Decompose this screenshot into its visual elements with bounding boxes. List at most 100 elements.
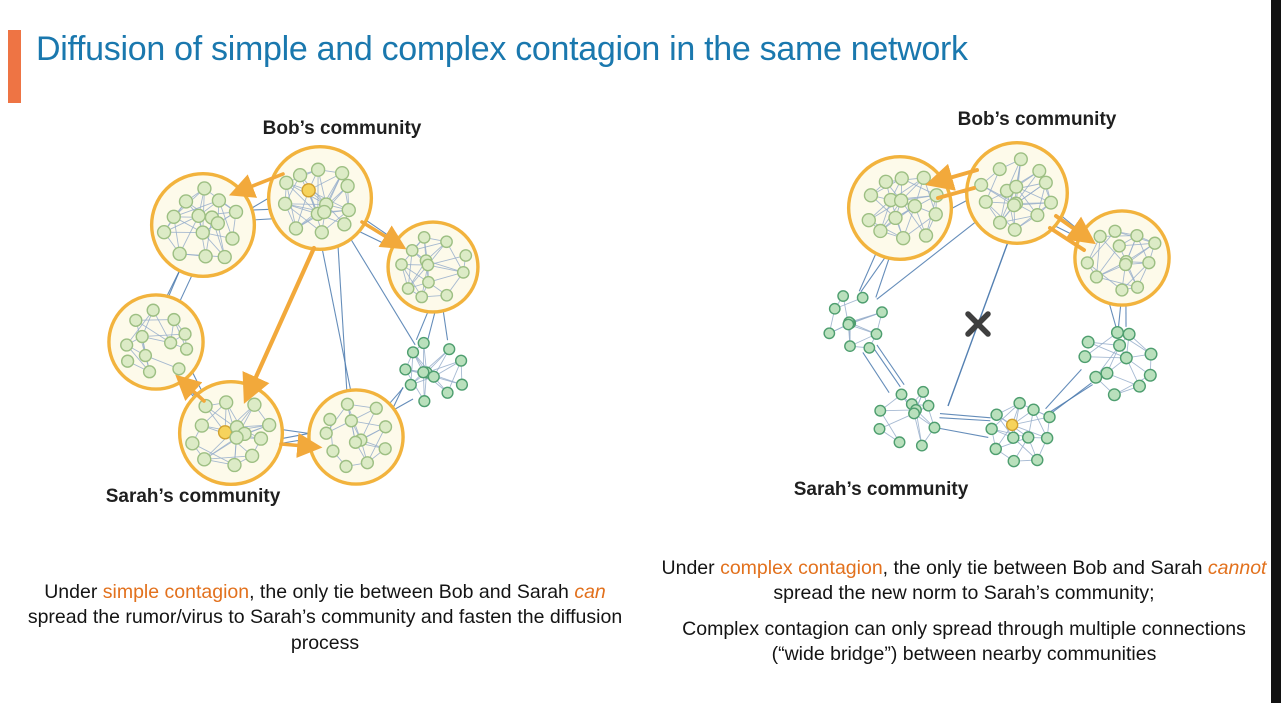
person-node (1007, 431, 1020, 444)
person-node (870, 328, 883, 340)
person-node (314, 225, 330, 240)
person-node (179, 342, 194, 356)
intra-community-edge (1012, 416, 1050, 426)
complex-contagion-caption: Under complex contagion, the only tie be… (658, 556, 1270, 677)
diffusion-arrow (242, 245, 317, 404)
person-node (1132, 379, 1146, 393)
network-edge (876, 213, 987, 300)
person-node (417, 336, 430, 350)
person-node (1143, 368, 1157, 382)
person-node (337, 217, 352, 232)
complex-caption-paragraph-1: Under complex contagion, the only tie be… (658, 556, 1270, 607)
person-node (989, 442, 1002, 456)
intra-community-edge (126, 309, 154, 346)
caption-text: , the only tie between Bob and Sarah (882, 557, 1208, 579)
person-node (317, 204, 332, 220)
person-node (1130, 280, 1145, 294)
intra-community-edge (204, 455, 253, 460)
intra-community-edge (284, 203, 323, 233)
person-node (288, 221, 304, 236)
person-node (1115, 283, 1129, 297)
person-node (985, 422, 998, 436)
cross-stroke (965, 311, 991, 337)
person-node (1013, 396, 1026, 410)
person-node (1093, 229, 1107, 244)
person-node (895, 388, 908, 401)
person-node (401, 282, 415, 295)
intra-community-edge (1087, 262, 1123, 291)
person-node (1110, 325, 1124, 339)
community-cluster (177, 379, 285, 487)
person-node (229, 430, 244, 445)
community-cluster (149, 171, 257, 279)
person-node (878, 174, 894, 190)
intra-community-edge (202, 188, 205, 233)
community-cluster (307, 388, 405, 486)
intra-community-edge (192, 442, 235, 466)
community-cluster (1073, 209, 1171, 307)
person-node (319, 426, 333, 440)
person-node (876, 306, 888, 319)
person-node (247, 397, 262, 412)
network-edge (319, 236, 354, 402)
person-node (1009, 179, 1024, 194)
person-node (928, 421, 941, 434)
person-node (228, 204, 244, 220)
blocked-cross-icon (965, 311, 991, 337)
person-node (1080, 256, 1094, 270)
person-node (156, 224, 172, 240)
person-node (1032, 163, 1047, 178)
person-node (197, 452, 212, 467)
person-node (326, 444, 340, 458)
person-node (837, 290, 850, 302)
focal-person-node (217, 425, 233, 440)
simple-contagion-highlight: simple contagion (102, 581, 250, 603)
person-node (399, 363, 412, 376)
diffusion-arrows (175, 163, 1096, 458)
person-node (992, 162, 1007, 177)
diffusion-arrow (1048, 226, 1086, 252)
network-edge (939, 413, 991, 419)
person-node (917, 385, 930, 398)
community-cluster (873, 385, 941, 452)
sarah-community-label-complex: Sarah’s community (793, 479, 969, 500)
person-node (895, 230, 911, 246)
intra-community-edge (1087, 341, 1127, 359)
person-node (1040, 431, 1054, 445)
person-node (142, 365, 157, 379)
network-edge (939, 417, 991, 422)
person-node (1038, 175, 1053, 190)
person-node (1119, 351, 1133, 365)
person-node (378, 420, 393, 434)
intra-community-edge (1084, 356, 1127, 359)
person-node (427, 370, 440, 383)
person-node (1078, 350, 1092, 364)
network-edge (938, 427, 989, 438)
person-node (1043, 195, 1059, 210)
person-node (893, 193, 909, 208)
person-node (916, 170, 931, 185)
person-node (421, 258, 435, 272)
intra-community-edge (1096, 236, 1101, 277)
person-node (197, 181, 212, 196)
person-node (369, 401, 383, 415)
person-node (310, 162, 326, 177)
person-node (360, 456, 374, 470)
person-node (217, 249, 232, 265)
person-node (1122, 327, 1136, 341)
person-node (178, 194, 194, 209)
person-node (163, 336, 178, 350)
can-emphasis: can (574, 581, 606, 603)
person-node (894, 171, 909, 186)
simple-contagion-caption: Under simple contagion, the only tie bet… (20, 580, 630, 656)
person-node (459, 249, 473, 262)
caption-text: spread the rumor/virus to Sarah’s commun… (27, 606, 623, 654)
person-node (1089, 270, 1104, 284)
person-node (440, 288, 454, 302)
person-node (225, 231, 240, 246)
person-node (874, 404, 887, 417)
person-node (1148, 236, 1162, 250)
person-node (279, 175, 294, 190)
intra-community-edge (286, 182, 319, 215)
